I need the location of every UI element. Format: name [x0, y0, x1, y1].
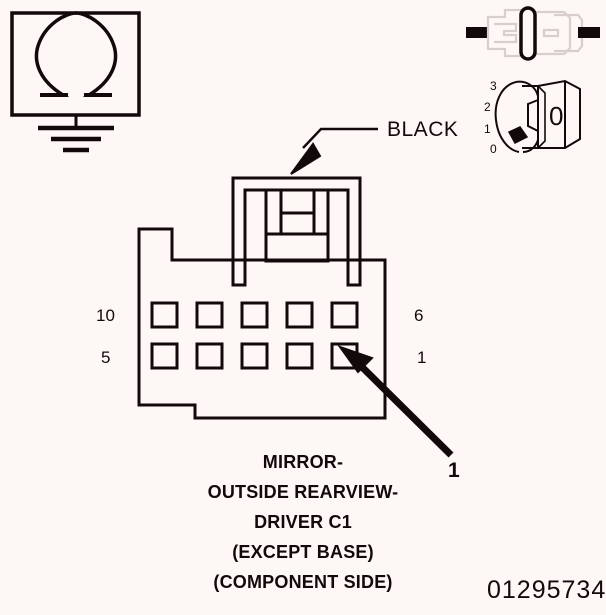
gauge-size-label: 0 — [549, 101, 564, 131]
callout-1-arrowhead — [337, 345, 374, 374]
gauge-scale-1: 1 — [484, 122, 491, 136]
pin-label-bottom-left: 5 — [101, 348, 111, 367]
mating-interface-highlight — [519, 6, 537, 61]
wire-color-label: BLACK — [387, 118, 459, 141]
connector-left-wire — [466, 27, 488, 38]
connector-latch — [231, 176, 362, 287]
caption-line-5: (COMPONENT SIDE) — [213, 572, 393, 592]
caption-line-2: OUTSIDE REARVIEW- — [207, 482, 399, 502]
cavity-8 — [240, 301, 269, 329]
cavity-gauge-icon — [494, 79, 581, 153]
caption-line-3: DRIVER C1 — [254, 512, 352, 532]
gauge-scale-0: 0 — [490, 142, 497, 156]
mated-connector-icon — [466, 6, 600, 61]
cavity-6 — [330, 301, 359, 329]
cavity-4 — [195, 342, 224, 370]
gauge-scale-2: 2 — [484, 100, 491, 114]
cavity-grid — [150, 301, 359, 370]
cavity-10 — [150, 301, 179, 329]
callout-1-arrow — [337, 345, 454, 458]
pin-label-bottom-right: 1 — [417, 348, 427, 367]
cavity-7 — [285, 301, 314, 329]
cavity-3 — [240, 342, 269, 370]
caption-line-4: (EXCEPT BASE) — [232, 542, 374, 562]
cavity-5 — [150, 342, 179, 370]
cavity-9 — [195, 301, 224, 329]
black-wire-leader — [290, 127, 378, 175]
black-leader-arrowhead — [290, 142, 322, 175]
connector-right-wire — [578, 27, 600, 38]
gauge-marker — [507, 126, 529, 144]
connector-body-outline — [137, 227, 387, 420]
caption-line-1: MIRROR- — [262, 452, 344, 472]
gauge-scale-3: 3 — [490, 79, 497, 93]
pin-label-top-left: 10 — [96, 306, 115, 325]
cavity-2 — [285, 342, 314, 370]
pin-label-top-right: 6 — [414, 306, 424, 325]
callout-number-1: 1 — [448, 459, 460, 482]
ohm-ground-symbol-icon — [10, 11, 141, 153]
figure-part-number: 01295734 — [487, 576, 606, 604]
